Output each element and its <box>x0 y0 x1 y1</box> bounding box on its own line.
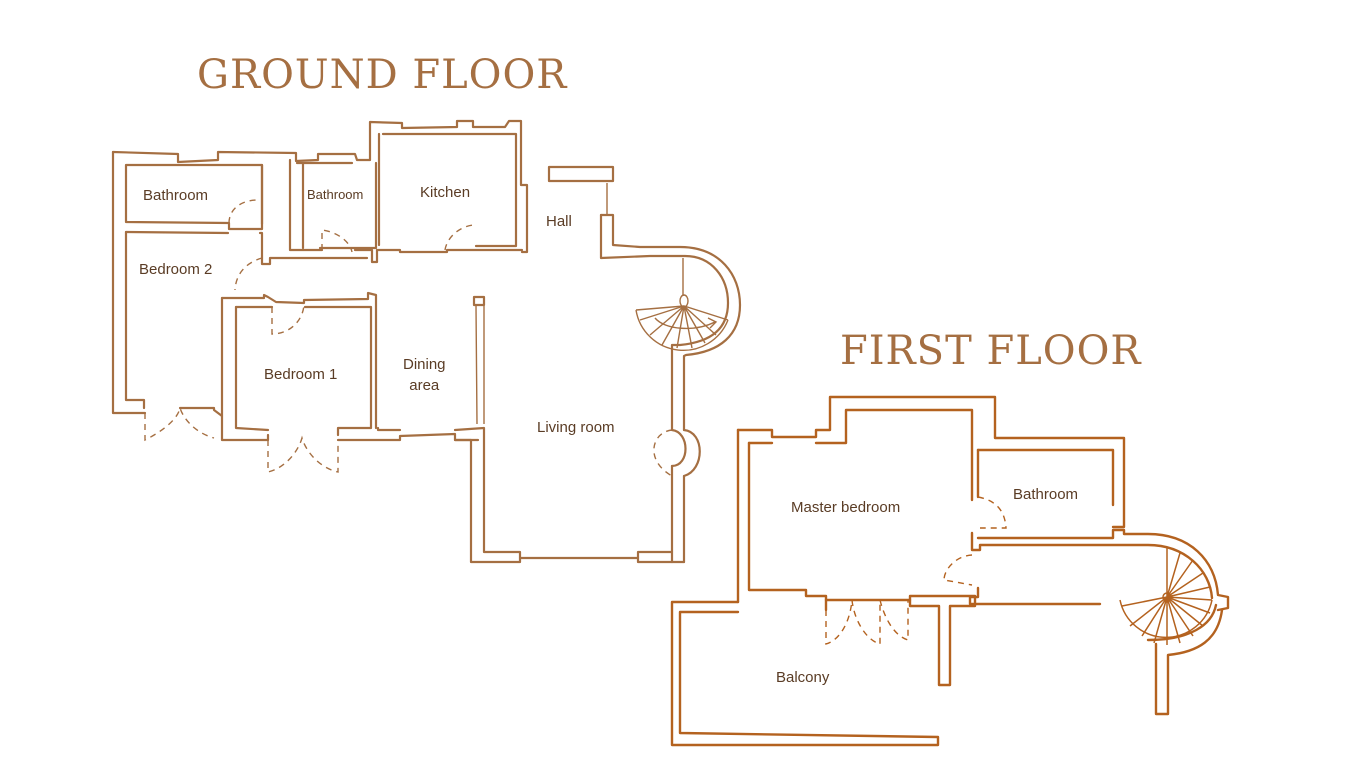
room-label-master-bedroom: Master bedroom <box>791 499 901 516</box>
ground-floor-title: GROUND FLOOR <box>197 52 568 98</box>
room-label-bedroom-1: Bedroom 1 <box>264 366 338 383</box>
room-label-first-bathroom: Bathroom <box>1013 486 1079 503</box>
room-label-balcony: Balcony <box>776 669 830 686</box>
ground-floor-walls <box>111 119 742 564</box>
room-label-dining-area: Dining area <box>403 354 446 396</box>
first-floor-title: FIRST FLOOR <box>840 328 1142 374</box>
room-label-dining-line1: Dining <box>403 356 446 373</box>
room-label-dining-line2: area <box>409 377 440 394</box>
room-label-kitchen: Kitchen <box>420 184 471 201</box>
room-label-living-room: Living room <box>537 419 615 436</box>
room-label-hall: Hall <box>546 213 572 230</box>
room-label-bedroom-2: Bedroom 2 <box>139 261 213 278</box>
room-label-bathroom: Bathroom <box>143 187 209 204</box>
first-floor-walls <box>670 395 1230 747</box>
room-label-bathroom-small: Bathroom <box>307 187 364 202</box>
